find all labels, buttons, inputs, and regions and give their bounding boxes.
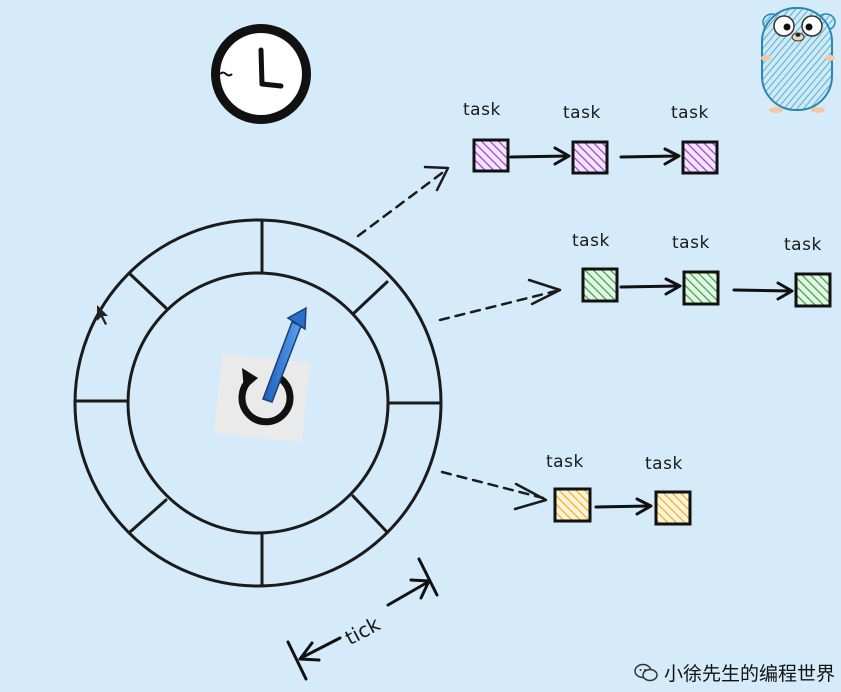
task-box — [682, 270, 720, 306]
task-label: task — [672, 233, 710, 253]
mouse-cursor-icon — [97, 305, 108, 325]
task-queue-1: task task task — [463, 100, 719, 175]
task-label: task — [572, 231, 610, 251]
pointer-hand — [262, 306, 307, 403]
task-label: task — [671, 103, 709, 123]
rotate-icon — [214, 353, 310, 443]
task-box — [571, 140, 609, 175]
task-box — [681, 140, 719, 175]
task-label: task — [784, 235, 822, 255]
tick-label: tick — [341, 612, 384, 650]
task-label: task — [463, 100, 501, 120]
link-arrow — [509, 146, 681, 166]
task-box — [581, 267, 619, 303]
task-label: task — [645, 454, 683, 474]
clock-icon — [211, 24, 311, 124]
task-box — [794, 272, 832, 308]
timing-wheel — [73, 218, 443, 588]
wheel-slot-dividers — [73, 218, 442, 588]
watermark-text: 小徐先生的编程世界 — [663, 663, 835, 685]
task-box — [472, 138, 510, 173]
link-arrow — [594, 497, 653, 516]
gopher-mascot-icon — [761, 7, 836, 113]
watermark: 小徐先生的编程世界 — [634, 659, 835, 686]
dashed-arrows — [356, 165, 562, 511]
task-label: task — [563, 103, 601, 123]
task-box — [553, 487, 592, 523]
tick-measure — [286, 557, 439, 681]
link-arrow — [619, 277, 794, 301]
task-queue-3: task task — [546, 452, 692, 526]
wechat-icon — [634, 663, 658, 681]
task-queue-2: task task task — [572, 231, 832, 308]
task-box — [654, 490, 692, 526]
task-label: task — [546, 452, 584, 472]
